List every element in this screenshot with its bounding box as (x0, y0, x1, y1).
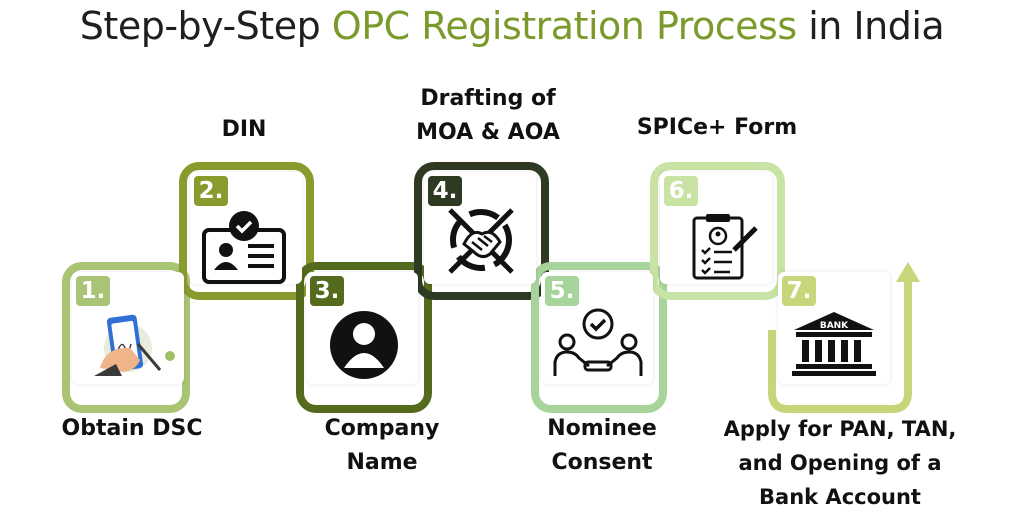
step-6-label-line-1: SPICe+ Form (636, 115, 798, 140)
person-circle-icon (330, 311, 398, 379)
bank-icon-text: BANK (820, 321, 849, 331)
title-suffix: in India (796, 4, 945, 48)
step-card-4: 4. (424, 172, 536, 284)
step-5-label-line-1: Nominee (547, 416, 657, 441)
step-1-label: Obtain DSC (34, 412, 230, 446)
step-card-1: 1. (72, 272, 184, 384)
agreement-check-icon (553, 308, 643, 376)
step-7-frame (768, 280, 912, 413)
step-1-frame (62, 262, 190, 413)
bank-icon: BANK (792, 312, 876, 376)
step-2-badge: 2. (194, 176, 228, 206)
step-7-label-line-3: Bank Account (759, 485, 921, 509)
step-6-frame (650, 162, 785, 300)
step-4-badge: 4. (428, 176, 462, 206)
id-card-check-icon (202, 211, 286, 284)
step-5-label: Nominee Consent (502, 412, 702, 480)
handshake-circle-icon (448, 208, 514, 274)
step-3-label-line-2: Name (346, 450, 418, 475)
step-4-label-line-1: Drafting of (420, 86, 556, 111)
step-5-badge: 5. (545, 276, 579, 306)
page-title: Step-by-Step OPC Registration Process in… (0, 4, 1024, 48)
step-3-badge: 3. (310, 276, 344, 306)
step-5-label-line-2: Consent (551, 450, 653, 475)
step-7-badge: 7. (782, 276, 816, 306)
phone-signature-icon (94, 314, 175, 376)
step-2-label-line-1: DIN (221, 117, 267, 142)
clipboard-form-icon (692, 214, 758, 280)
step-2-label: DIN (146, 113, 342, 147)
step-7-label-line-1: Apply for PAN, TAN, (723, 417, 957, 441)
step-card-6: 6. (660, 172, 772, 284)
step-6-badge: 6. (664, 176, 698, 206)
step-4-label-line-2: MOA & AOA (416, 120, 560, 145)
step-5-frame (531, 262, 667, 413)
step-1-badge: 1. (76, 276, 110, 306)
arrow-head-icon (896, 262, 920, 282)
step-7-label-line-2: and Opening of a (738, 451, 942, 475)
step-4-frame (414, 162, 549, 300)
step-7-label: Apply for PAN, TAN, and Opening of a Ban… (690, 412, 990, 514)
step-3-label: Company Name (282, 412, 482, 480)
title-prefix: Step-by-Step (79, 4, 332, 48)
step-3-label-line-1: Company (324, 416, 440, 441)
step-2-frame (179, 162, 314, 300)
step-card-5: 5. (541, 272, 653, 384)
step-6-label: SPICe+ Form (604, 111, 830, 145)
title-highlight: OPC Registration Process (331, 4, 797, 48)
step-card-7: 7. BANK (778, 272, 890, 384)
step-3-frame (296, 262, 432, 413)
step-card-3: 3. (306, 272, 418, 384)
step-card-2: 2. (190, 172, 302, 284)
step-1-label-line-1: Obtain DSC (61, 416, 203, 441)
step-4-label: Drafting of MOA & AOA (376, 82, 600, 150)
